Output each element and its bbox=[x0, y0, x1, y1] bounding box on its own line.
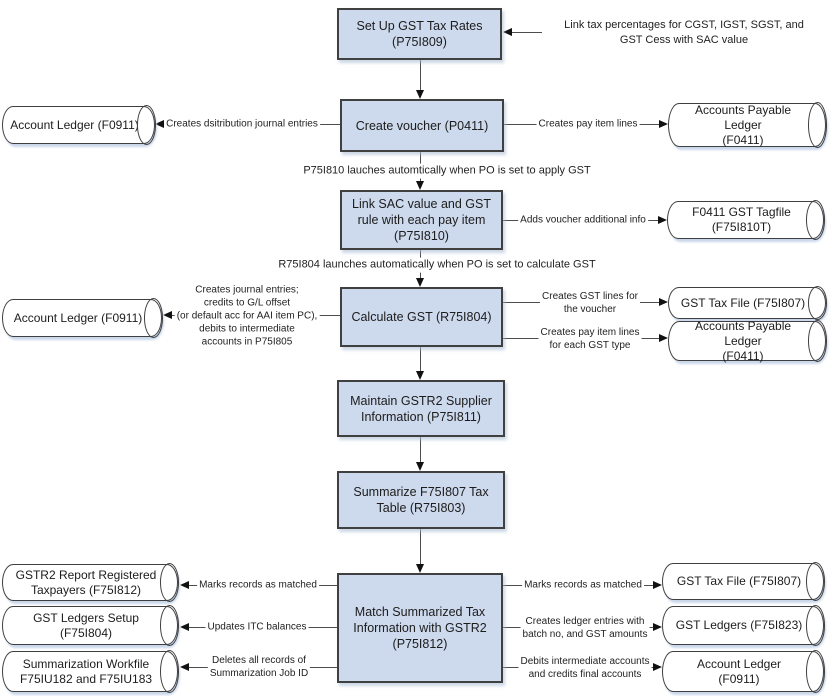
datastore-gst-ledgers-setup-f75i804: GST Ledgers Setup (F75I804) bbox=[2, 605, 179, 646]
process-box-label: Set Up GST Tax Rates (P75I809) bbox=[356, 19, 483, 49]
arrow-left-icon bbox=[503, 27, 512, 36]
arrow-left-icon bbox=[180, 622, 189, 631]
process-box-set-up-gst-tax-rates: Set Up GST Tax Rates (P75I809) bbox=[337, 8, 502, 60]
arrow-right-icon bbox=[653, 662, 662, 671]
process-box-maintain-gstr2-supplier: Maintain GSTR2 Supplier Information (P75… bbox=[337, 380, 505, 437]
edge-label-marks-records-matched-right: Marks records as matched bbox=[522, 578, 644, 592]
process-box-create-voucher: Create voucher (P0411) bbox=[340, 99, 504, 152]
edge-label-debits-intermediate-accounts: Debits intermediate accounts and credits… bbox=[518, 655, 652, 681]
process-box-label: Link SAC value and GST rule with each pa… bbox=[352, 197, 491, 243]
process-box-link-sac-value: Link SAC value and GST rule with each pa… bbox=[340, 190, 503, 250]
process-box-label: Create voucher (P0411) bbox=[355, 118, 489, 133]
datastore-label: Accounts Payable Ledger (F0411) bbox=[694, 102, 792, 147]
datastore-gst-ledgers-f75i823: GST Ledgers (F75I823) bbox=[662, 605, 825, 646]
edge-label-deletes-all-records: Deletes all records of Summarization Job… bbox=[207, 654, 311, 680]
datastore-accounts-payable-ledger-f0411: Accounts Payable Ledger (F0411) bbox=[668, 319, 827, 363]
arrow-right-icon bbox=[653, 622, 662, 631]
datastore-label: GST Ledgers Setup (F75I804) bbox=[33, 610, 139, 640]
connector-line bbox=[420, 437, 422, 462]
arrow-left-icon bbox=[155, 119, 164, 128]
arrow-right-icon bbox=[653, 580, 662, 589]
datastore-account-ledger-f0911: Account Ledger (F0911) bbox=[2, 298, 163, 338]
process-box-label: Maintain GSTR2 Supplier Information (P75… bbox=[350, 393, 492, 424]
datastore-label: GST Tax File (F75I807) bbox=[676, 574, 802, 588]
datastore-f0411-gst-tagfile: F0411 GST Tagfile (F75I810T) bbox=[667, 200, 825, 240]
datastore-gstr2-report-registered-taxpayers: GSTR2 Report Registered Taxpayers (F75I8… bbox=[2, 563, 179, 602]
datastore-account-ledger-f0911: Account Ledger (F0911) bbox=[662, 650, 825, 693]
datastore-label: F0411 GST Tagfile (F75I810T) bbox=[692, 205, 791, 234]
arrow-down-icon bbox=[416, 564, 424, 573]
edge-label-creates-journal-entries: Creates journal entries; credits to G/L … bbox=[174, 283, 320, 349]
edge-label-adds-voucher-additional-info: Adds voucher additional info bbox=[518, 213, 648, 227]
process-box-label: Match Summarized Tax Information with GS… bbox=[353, 605, 487, 651]
datastore-label: GST Tax File (F75I807) bbox=[680, 295, 806, 310]
datastore-label: GST Ledgers (F75I823) bbox=[675, 618, 803, 632]
arrow-down-icon bbox=[416, 181, 424, 190]
arrow-left-icon bbox=[180, 662, 189, 671]
edge-label-creates-gst-lines: Creates GST lines for the voucher bbox=[540, 290, 640, 316]
process-box-match-summarized-tax: Match Summarized Tax Information with GS… bbox=[337, 573, 503, 683]
arrow-right-icon bbox=[659, 333, 668, 342]
datastore-account-ledger-f0911: Account Ledger (F0911) bbox=[2, 105, 156, 145]
datastore-gst-tax-file-f75i807: GST Tax File (F75I807) bbox=[662, 562, 825, 601]
datastore-label: Accounts Payable Ledger (F0411) bbox=[694, 318, 792, 363]
datastore-label: Account Ledger (F0911) bbox=[696, 656, 782, 686]
connector-line bbox=[512, 31, 542, 33]
datastore-accounts-payable-ledger-f0411: Accounts Payable Ledger (F0411) bbox=[668, 102, 827, 148]
edge-label-marks-records-matched-left: Marks records as matched bbox=[197, 578, 319, 592]
edge-label-creates-ledger-entries: Creates ledger entries with batch no, an… bbox=[520, 615, 650, 641]
edge-label-creates-pay-item-lines-gst-type: Creates pay item lines for each GST type bbox=[538, 326, 642, 352]
arrow-right-icon bbox=[659, 297, 668, 306]
edge-label-updates-itc-balances: Updates ITC balances bbox=[205, 620, 309, 634]
arrow-right-icon bbox=[659, 119, 668, 128]
arrow-down-icon bbox=[416, 90, 424, 99]
process-box-label: Calculate GST (R75I804) bbox=[351, 310, 492, 324]
datastore-label: GSTR2 Report Registered Taxpayers (F75I8… bbox=[15, 567, 157, 597]
datastore-label: Account Ledger (F0911) bbox=[13, 310, 143, 325]
connector-line bbox=[420, 60, 422, 90]
note-r75i804-launches: R75I804 launches automatically when PO i… bbox=[278, 257, 596, 273]
arrow-left-icon bbox=[180, 580, 189, 589]
note-link-tax-percentages: Link tax percentages for CGST, IGST, SGS… bbox=[545, 18, 823, 48]
datastore-label: Account Ledger (F0911) bbox=[10, 117, 139, 132]
edge-label-creates-distribution-journal-entries: Creates dsitribution journal entries bbox=[164, 117, 320, 131]
arrow-left-icon bbox=[163, 311, 172, 319]
connector-line bbox=[420, 529, 422, 564]
arrow-down-icon bbox=[416, 462, 424, 471]
connector-line bbox=[420, 347, 422, 371]
arrow-down-icon bbox=[416, 371, 424, 380]
process-box-summarize-tax-table: Summarize F75I807 Tax Table (R75I803) bbox=[337, 471, 505, 529]
note-p75i810-launches: P75I810 lauches automtically when PO is … bbox=[303, 163, 591, 179]
arrow-right-icon bbox=[658, 215, 667, 224]
process-box-calculate-gst: Calculate GST (R75I804) bbox=[340, 287, 503, 347]
datastore-summarization-workfile: Summarization Workfile F75IU182 and F75I… bbox=[2, 650, 179, 693]
process-box-label: Summarize F75I807 Tax Table (R75I803) bbox=[353, 485, 489, 515]
edge-label-creates-pay-item-lines: Creates pay item lines bbox=[536, 117, 640, 131]
datastore-gst-tax-file-f75i807: GST Tax File (F75I807) bbox=[668, 286, 827, 320]
datastore-label: Summarization Workfile F75IU182 and F75I… bbox=[19, 656, 153, 686]
arrow-down-icon bbox=[416, 278, 424, 287]
